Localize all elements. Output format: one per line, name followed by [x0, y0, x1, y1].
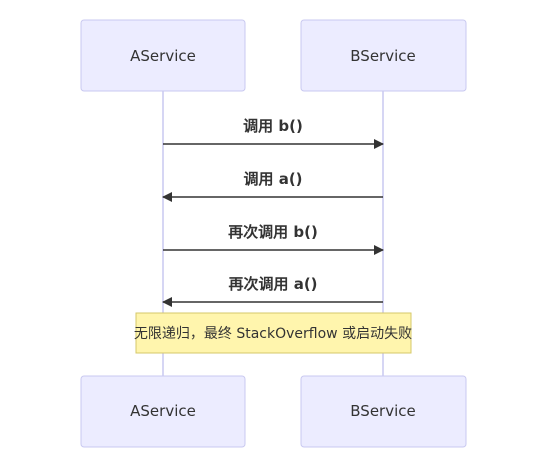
actor-aservice-bottom-label: AService [130, 402, 196, 420]
actor-aservice-top-label: AService [130, 47, 196, 65]
message-label: 再次调用 a() [228, 275, 317, 293]
actor-bservice-bottom: BService [300, 375, 467, 448]
note-text: 无限递归，最终 StackOverflow 或启动失败 [134, 325, 412, 342]
message-label: 再次调用 b() [228, 223, 318, 241]
actor-aservice-top: AService [80, 19, 246, 92]
message-label: 调用 a() [243, 170, 302, 188]
actor-bservice-top: BService [300, 19, 467, 92]
message-3: 再次调用 b() [163, 223, 384, 255]
actor-bservice-bottom-label: BService [350, 402, 415, 420]
note: 无限递归，最终 StackOverflow 或启动失败 [134, 312, 412, 354]
message-4: 再次调用 a() [162, 275, 383, 307]
actor-bservice-top-label: BService [350, 47, 415, 65]
actor-aservice-bottom: AService [80, 375, 246, 448]
message-2: 调用 a() [162, 170, 383, 202]
message-label: 调用 b() [243, 117, 303, 135]
message-1: 调用 b() [163, 117, 384, 149]
